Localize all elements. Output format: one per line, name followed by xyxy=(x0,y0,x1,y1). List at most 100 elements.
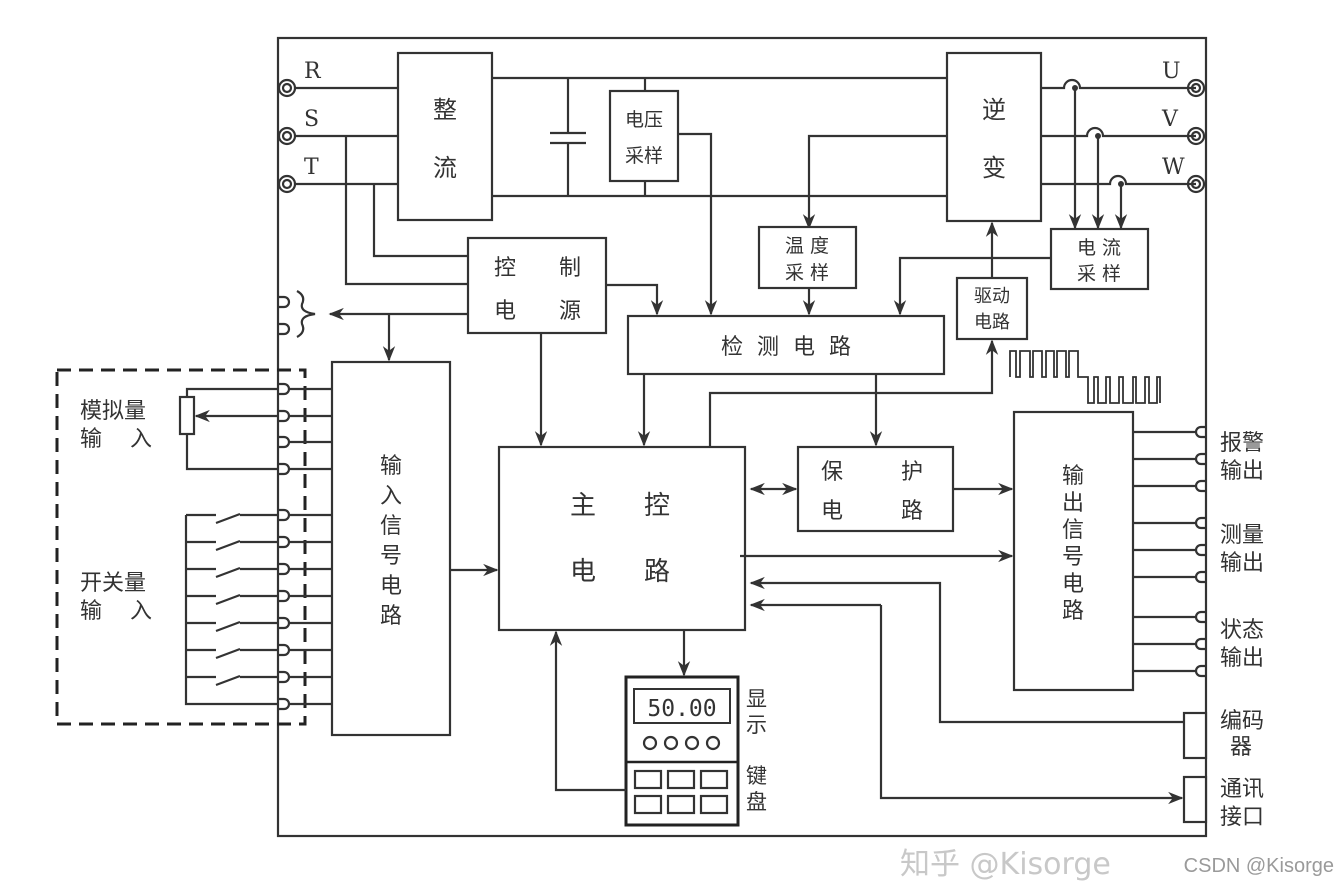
output-terminal xyxy=(1194,637,1206,651)
status-output-label: 状态 输出 xyxy=(1220,618,1264,671)
inverter-block: 逆 变 xyxy=(945,51,1043,223)
switch-input-label-2: 输 入 xyxy=(80,599,152,624)
terminal-v-label: V xyxy=(1161,107,1179,132)
display-label: 显 xyxy=(746,687,767,711)
svg-text:逆: 逆 xyxy=(982,96,1006,124)
svg-text:状态: 状态 xyxy=(1220,618,1264,643)
svg-text:信: 信 xyxy=(380,514,402,539)
svg-text:主: 主 xyxy=(570,491,596,521)
terminal-r-label: R xyxy=(304,59,322,84)
svg-text:路: 路 xyxy=(380,604,402,629)
svg-text:温 度: 温 度 xyxy=(785,235,829,257)
detection-circuit-block: 检 测 电 路 xyxy=(626,314,946,376)
svg-text:输: 输 xyxy=(380,454,402,479)
dc-bus-capacitor xyxy=(550,78,586,196)
csdn-watermark: CSDN @Kisorge xyxy=(1184,855,1334,877)
switch-contact-icon xyxy=(215,593,241,606)
svg-text:电压: 电压 xyxy=(625,109,663,131)
encoder-connector: 编码 器 xyxy=(1182,709,1264,760)
svg-text:器: 器 xyxy=(1230,735,1252,760)
input-terminal xyxy=(279,382,291,396)
svg-text:整: 整 xyxy=(433,96,457,124)
indicator-led xyxy=(642,735,658,751)
svg-text:保: 保 xyxy=(821,460,843,485)
input-terminal xyxy=(279,435,291,449)
display-value: 50.00 xyxy=(647,696,716,722)
pwm-waveform-icon xyxy=(1009,350,1161,404)
input-terminal xyxy=(279,589,291,603)
zhihu-watermark: 知乎 @Kisorge xyxy=(900,847,1111,882)
svg-text:路: 路 xyxy=(901,499,923,524)
terminal-s-label: S xyxy=(304,107,319,132)
svg-text:变: 变 xyxy=(982,154,1006,182)
analog-input-label-2: 输 入 xyxy=(80,427,152,452)
keypad-key xyxy=(699,794,729,815)
svg-text:采样: 采样 xyxy=(625,145,663,167)
svg-text:通讯: 通讯 xyxy=(1220,777,1264,802)
current-sampling-block: 电 流 采 样 xyxy=(1049,227,1150,291)
svg-text:号: 号 xyxy=(1062,545,1084,570)
indicator-led xyxy=(663,735,679,751)
measurement-output-label: 测量 输出 xyxy=(1220,523,1264,576)
svg-text:信: 信 xyxy=(1062,518,1084,543)
input-terminal xyxy=(279,409,291,423)
keypad-key xyxy=(699,769,729,790)
output-terminals: U V W xyxy=(1161,59,1206,194)
svg-text:控: 控 xyxy=(644,491,670,521)
input-signal-circuit-block: 输 入 信 号 电 路 xyxy=(330,360,452,737)
svg-text:接口: 接口 xyxy=(1220,805,1264,830)
switch-contact-icon xyxy=(215,620,241,633)
switch-contact-icon xyxy=(215,647,241,660)
svg-text:输出: 输出 xyxy=(1220,551,1264,576)
svg-text:电 流: 电 流 xyxy=(1077,237,1121,259)
switch-contact-icon xyxy=(215,566,241,579)
output-terminal xyxy=(1194,543,1206,557)
svg-text:出: 出 xyxy=(1062,491,1084,516)
svg-text:路: 路 xyxy=(644,557,670,587)
svg-text:输出: 输出 xyxy=(1220,459,1264,484)
temperature-sampling-block: 温 度 采 样 xyxy=(757,225,858,290)
output-terminal xyxy=(1194,664,1206,678)
main-control-block: 主 控 电 路 xyxy=(497,445,747,632)
input-terminals: R S T xyxy=(277,59,322,194)
indicator-led xyxy=(705,735,721,751)
switch-inputs xyxy=(184,512,279,706)
alarm-output-label: 报警 输出 xyxy=(1220,431,1264,484)
svg-text:源: 源 xyxy=(559,299,581,324)
input-signal-terminals xyxy=(279,382,332,711)
input-terminal xyxy=(279,508,291,522)
svg-text:电: 电 xyxy=(821,499,843,524)
input-terminal xyxy=(279,462,291,476)
keyboard-label: 键 xyxy=(746,764,767,788)
analog-input-label: 模拟量 xyxy=(80,399,146,424)
keypad-key xyxy=(633,769,663,790)
svg-text:电: 电 xyxy=(570,557,596,587)
input-terminal xyxy=(279,697,291,711)
output-terminal xyxy=(1194,452,1206,466)
comm-interface-connector: 通讯 接口 xyxy=(1182,775,1264,830)
svg-text:报警: 报警 xyxy=(1220,431,1264,456)
svg-text:路: 路 xyxy=(1062,599,1084,624)
output-signal-terminals xyxy=(1133,425,1206,678)
switch-common-wire xyxy=(184,515,279,706)
svg-text:采 样: 采 样 xyxy=(785,262,829,284)
protection-circuit-block: 保 护 电 路 xyxy=(796,445,955,533)
indicator-led xyxy=(684,735,700,751)
svg-text:电路: 电路 xyxy=(974,312,1010,333)
switch-input-label: 开关量 xyxy=(80,571,146,596)
voltage-sampling-block: 电压 采样 xyxy=(608,78,680,196)
svg-text:检 测 电 路: 检 测 电 路 xyxy=(721,335,851,360)
input-terminal xyxy=(279,616,291,630)
control-power-block: 控 制 电 源 xyxy=(466,236,608,335)
potentiometer-icon xyxy=(178,387,279,471)
aux-power-terminals xyxy=(279,290,316,338)
switch-contact-icon xyxy=(215,674,241,687)
switch-contact-icon xyxy=(215,539,241,552)
svg-text:输出: 输出 xyxy=(1220,646,1264,671)
svg-text:输: 输 xyxy=(1062,464,1084,489)
svg-text:采 样: 采 样 xyxy=(1077,263,1121,285)
output-signal-circuit-block: 输 出 信 号 电 路 xyxy=(1012,410,1135,692)
svg-text:驱动: 驱动 xyxy=(974,286,1010,307)
svg-text:电: 电 xyxy=(1062,572,1084,597)
